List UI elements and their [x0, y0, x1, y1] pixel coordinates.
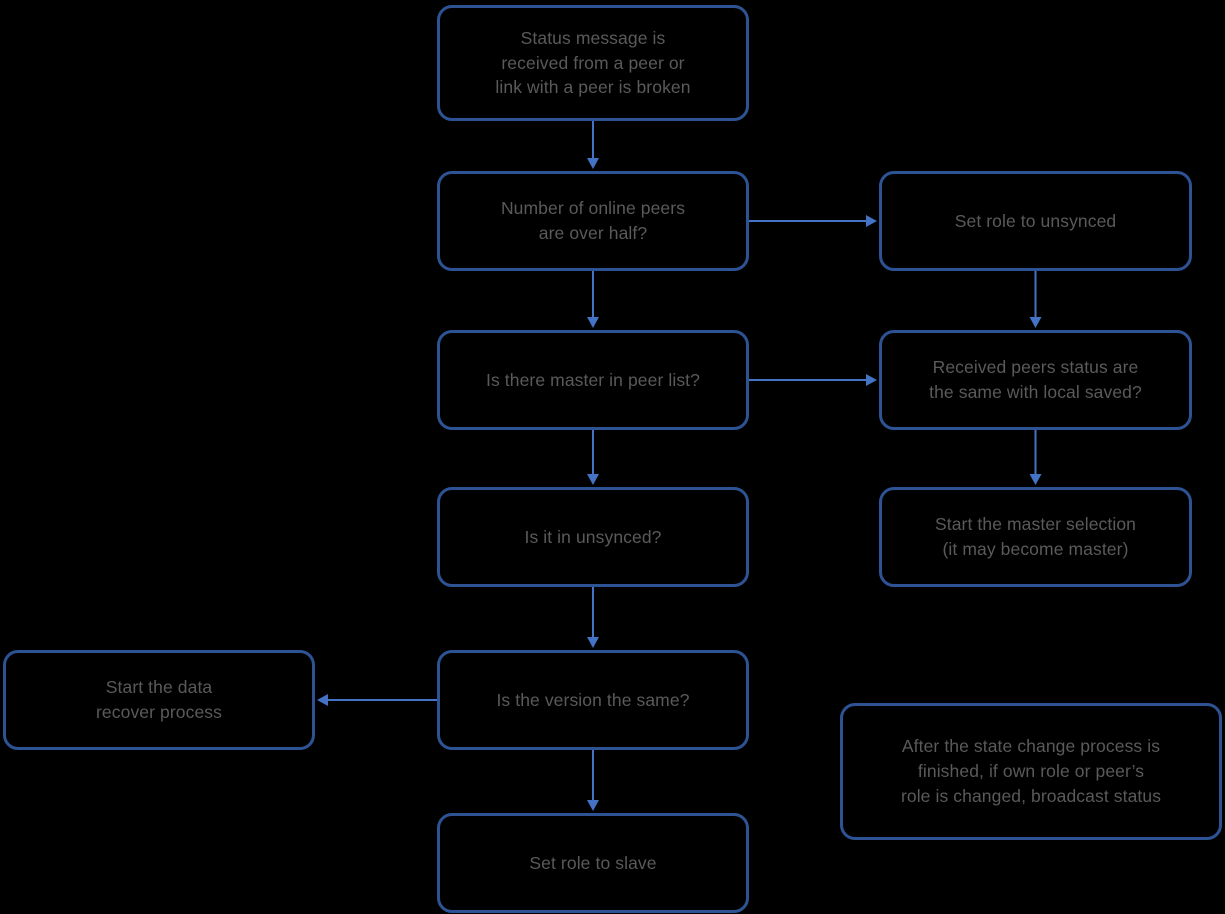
node-label: Is it in unsynced? [524, 526, 662, 547]
node-status-message[interactable]: Status message is received from a peer o… [437, 5, 749, 121]
version-to-data-recover-arrowhead [317, 694, 328, 706]
master-list-to-is-unsynced-arrowhead [587, 474, 599, 485]
unsynced-to-peers-status-arrowhead [1029, 317, 1042, 328]
node-received-peers-status-same[interactable]: Received peers status are the same with … [879, 330, 1192, 430]
node-is-it-in-unsynced[interactable]: Is it in unsynced? [437, 487, 749, 587]
online-peers-to-master-list-arrowhead [587, 317, 599, 328]
node-label: Start the data recover process [96, 677, 222, 722]
is-unsynced-to-version-arrowhead [587, 637, 599, 648]
node-label: After the state change process is finish… [900, 736, 1162, 806]
node-start-master-selection[interactable]: Start the master selection (it may becom… [879, 487, 1192, 587]
node-is-the-version-the-same[interactable]: Is the version the same? [437, 650, 749, 750]
node-label: Set role to unsynced [954, 210, 1117, 231]
version-to-set-slave-arrowhead [587, 800, 599, 811]
node-master-in-peer-list[interactable]: Is there master in peer list? [437, 330, 749, 430]
node-set-role-to-slave[interactable]: Set role to slave [437, 813, 749, 913]
node-label: Set role to slave [529, 852, 657, 873]
node-label: Start the master selection (it may becom… [934, 514, 1137, 559]
status-to-online-peers-arrowhead [587, 158, 599, 169]
online-peers-to-unsynced-arrowhead [866, 215, 877, 227]
node-broadcast-status-note[interactable]: After the state change process is finish… [840, 703, 1222, 840]
master-list-to-peers-status-arrowhead [866, 374, 877, 386]
peers-status-to-selection-arrowhead [1029, 474, 1042, 485]
node-label: Received peers status are the same with … [929, 357, 1142, 402]
node-label: Is the version the same? [496, 689, 690, 710]
node-online-peers-over-half[interactable]: Number of online peers are over half? [437, 171, 749, 271]
node-start-data-recover-process[interactable]: Start the data recover process [3, 650, 315, 750]
node-label: Is there master in peer list? [486, 369, 700, 390]
node-set-role-to-unsynced[interactable]: Set role to unsynced [879, 171, 1192, 271]
node-label: Number of online peers are over half? [500, 198, 686, 243]
node-label: Status message is received from a peer o… [495, 27, 691, 98]
